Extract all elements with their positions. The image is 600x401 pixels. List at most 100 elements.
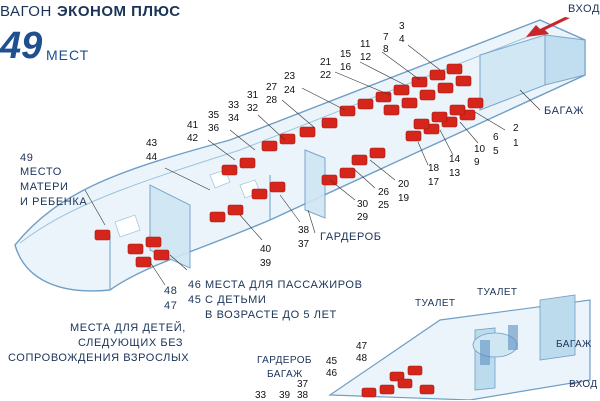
seat-num-top: 4: [399, 34, 405, 45]
seat-num-top: 31: [247, 90, 259, 101]
seats-group: [94, 63, 484, 268]
seat-num-top: 33: [228, 100, 240, 111]
seat[interactable]: [339, 167, 356, 179]
seat[interactable]: [361, 387, 377, 398]
seat-num-bottom: 30: [357, 199, 369, 210]
seat-num-top: 32: [247, 103, 259, 114]
seat[interactable]: [227, 204, 244, 216]
seat-num-top: 16: [340, 62, 352, 73]
seat-num-top: 42: [187, 133, 199, 144]
seat-num-bottom: 26: [378, 187, 390, 198]
seat-num-lower: 38: [297, 390, 309, 401]
children-label-1: МЕСТА ДЛЯ ПАССАЖИРОВ: [205, 279, 363, 291]
seat-num-top: 34: [228, 113, 240, 124]
seat[interactable]: [369, 147, 386, 159]
seat-num-top: 3: [399, 21, 405, 32]
seat[interactable]: [467, 97, 484, 109]
toilet-label: ТУАЛЕТ: [477, 287, 518, 298]
seat[interactable]: [269, 181, 286, 193]
lower-seats: [361, 365, 435, 398]
seat[interactable]: [94, 229, 111, 241]
seat-num-lower: 46: [326, 368, 338, 379]
toilet-label-2: ТУАЛЕТ: [415, 298, 456, 309]
seat[interactable]: [397, 378, 413, 389]
seat[interactable]: [413, 118, 430, 130]
seat-num-top: 36: [208, 123, 220, 134]
wardrobe-label: ГАРДЕРОБ: [320, 231, 382, 243]
unacc-label-2: СЛЕДУЮЩИХ БЕЗ: [78, 337, 184, 349]
seat[interactable]: [339, 105, 356, 117]
seat[interactable]: [405, 130, 422, 142]
entrance-arrow: [526, 17, 570, 37]
tables: [114, 169, 261, 238]
seat-num-top: 12: [360, 52, 372, 63]
seat-num-lower: 48: [356, 353, 368, 364]
seat[interactable]: [321, 117, 338, 129]
seat[interactable]: [431, 111, 448, 123]
mother-label-num: 49: [20, 152, 34, 164]
seat[interactable]: [135, 256, 152, 268]
seat[interactable]: [411, 76, 428, 88]
seat-num-top: 41: [187, 120, 199, 131]
seat-num-top: 27: [266, 82, 278, 93]
seat[interactable]: [419, 89, 436, 101]
seat-num-lower: 33: [255, 390, 267, 401]
seat[interactable]: [251, 188, 268, 200]
seat[interactable]: [261, 140, 278, 152]
seat[interactable]: [449, 104, 466, 116]
seat-num-bottom: 14: [449, 154, 461, 165]
seat-num-bottom: 18: [428, 163, 440, 174]
seat[interactable]: [446, 63, 463, 75]
seat[interactable]: [279, 133, 296, 145]
seat-count-word: МЕСТ: [46, 47, 90, 63]
seat-num-bottom: 29: [357, 212, 369, 223]
seat[interactable]: [429, 69, 446, 81]
seat[interactable]: [145, 236, 162, 248]
seat-num-lower: 39: [279, 390, 291, 401]
seat-num-top: 35: [208, 110, 220, 121]
unacc-seat-47: 47: [164, 300, 178, 312]
seat[interactable]: [437, 82, 454, 94]
seat[interactable]: [127, 243, 144, 255]
leader-lines: [84, 44, 541, 286]
seat[interactable]: [221, 164, 238, 176]
seat-num-top: 44: [146, 152, 158, 163]
children-label-2: С ДЕТЬМИ: [205, 294, 267, 306]
seat[interactable]: [407, 365, 423, 376]
seat-num-top: 8: [383, 44, 389, 55]
seat[interactable]: [357, 98, 374, 110]
unacc-label-3: СОПРОВОЖДЕНИЯ ВЗРОСЛЫХ: [8, 352, 190, 364]
seat[interactable]: [401, 97, 418, 109]
seat[interactable]: [209, 211, 226, 223]
entrance-label: ВХОД: [568, 3, 600, 15]
seat-num-top: 22: [320, 70, 332, 81]
mother-label-1: МЕСТО: [20, 166, 62, 178]
seat-num-lower: 37: [297, 379, 309, 390]
luggage-label: БАГАЖ: [544, 105, 585, 117]
seat[interactable]: [239, 157, 256, 169]
seat-num-bottom: 25: [378, 200, 390, 211]
seat[interactable]: [375, 91, 392, 103]
seat[interactable]: [383, 104, 400, 116]
seat-num-bottom: 13: [449, 168, 461, 179]
seat-num-bottom: 40: [260, 244, 272, 255]
entrance-label-2: ВХОД: [569, 379, 598, 390]
unacc-seat-48: 48: [164, 285, 178, 297]
unacc-label-1: МЕСТА ДЛЯ ДЕТЕЙ,: [70, 322, 186, 334]
seat-num-bottom: 10: [474, 144, 486, 155]
seat[interactable]: [455, 75, 472, 87]
seat[interactable]: [299, 126, 316, 138]
seat-num-bottom: 5: [493, 146, 499, 157]
seat[interactable]: [379, 384, 395, 395]
seat[interactable]: [393, 84, 410, 96]
wagon-prefix: ВАГОН: [0, 3, 52, 20]
seat-num-lower: 45: [326, 356, 338, 367]
seat[interactable]: [153, 249, 170, 261]
seat[interactable]: [351, 154, 368, 166]
seat-num-top: 21: [320, 57, 332, 68]
seat-num-top: 23: [284, 71, 296, 82]
seat[interactable]: [419, 384, 435, 395]
luggage-label-3: БАГАЖ: [556, 339, 592, 350]
lower-car-body: [328, 294, 591, 400]
